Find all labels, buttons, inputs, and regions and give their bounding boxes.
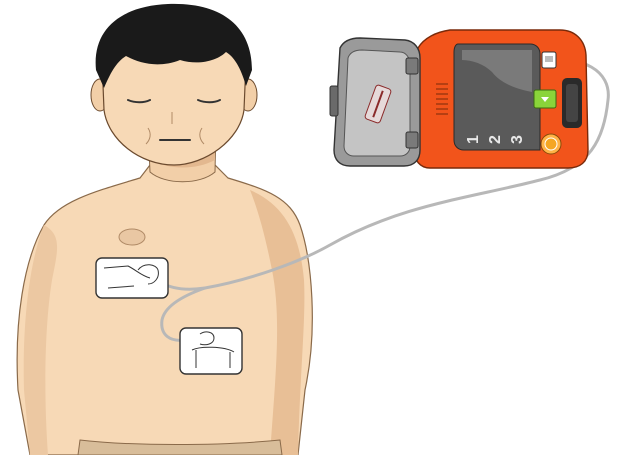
speaker-grille-icon [436, 84, 448, 114]
aed-lid [330, 38, 420, 166]
step-number-1: 1 [465, 135, 482, 144]
lid-hinge-bottom [406, 132, 418, 148]
cable-connector [542, 52, 556, 68]
patient-head [91, 4, 257, 165]
aed-device: 1 2 3 [414, 30, 588, 168]
nipple [119, 229, 145, 245]
upper-right-chest-pad [96, 258, 168, 298]
power-button-icon[interactable] [534, 90, 556, 108]
step-number-3: 3 [509, 135, 526, 144]
shock-button-icon[interactable] [541, 134, 561, 154]
step-numbers: 1 2 3 [465, 135, 526, 144]
lid-latch [330, 86, 338, 116]
step-number-2: 2 [487, 135, 504, 144]
handle-icon [562, 78, 582, 128]
lower-left-chest-pad [180, 328, 242, 374]
lid-hinge-top [406, 58, 418, 74]
